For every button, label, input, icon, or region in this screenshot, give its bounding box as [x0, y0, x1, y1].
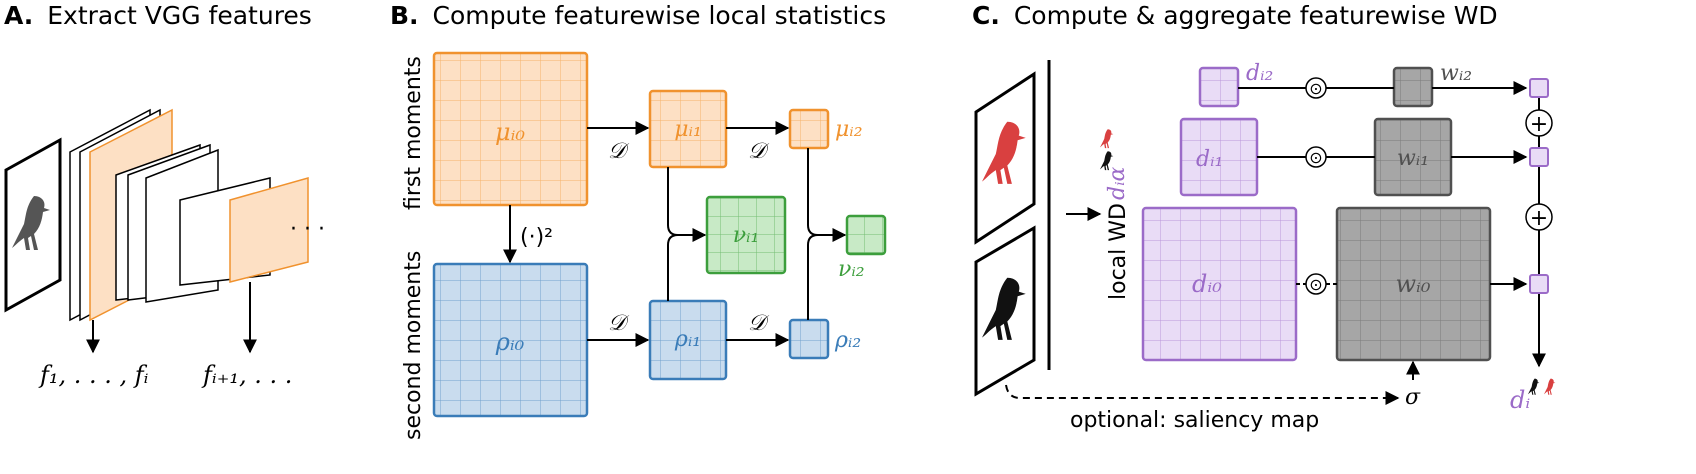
- d2-label: dᵢ₂: [1246, 61, 1273, 86]
- w1-label: wᵢ₁: [1397, 146, 1429, 171]
- nu1-label: νᵢ₁: [733, 223, 760, 248]
- downsample-label-2: 𝒟: [608, 311, 630, 336]
- nu2-map: νᵢ₂: [838, 214, 887, 282]
- panel-c-title: C. Compute & aggregate featurewise WD: [972, 1, 1498, 30]
- saliency-label: optional: saliency map: [1070, 408, 1319, 433]
- panel-b-arrows: [587, 121, 847, 347]
- mu2-label: μᵢ₂: [835, 117, 863, 142]
- downsample-label-4: 𝒟: [748, 311, 770, 336]
- plus-operators: + +: [1525, 109, 1553, 231]
- features-first-label: f₁, . . . , fᵢ: [38, 361, 149, 389]
- panel-a-letter: A.: [4, 1, 33, 30]
- rho2-map: ρᵢ₂: [788, 318, 861, 360]
- dot-op-1: ⊙: [1309, 148, 1322, 167]
- panel-c-title-text: Compute & aggregate featurewise WD: [1014, 1, 1498, 30]
- panel-a-title-text: Extract VGG features: [47, 1, 312, 30]
- plus-op-2: +: [1530, 206, 1548, 231]
- square-op-label: (·)²: [520, 225, 553, 250]
- d1-map: dᵢ₁: [1179, 117, 1259, 197]
- dot-op-0: ⊙: [1309, 275, 1322, 294]
- w1-map: wᵢ₁: [1373, 117, 1453, 197]
- rho1-map: ρᵢ₁: [648, 299, 728, 381]
- dot-op-2: ⊙: [1309, 79, 1322, 98]
- features-next-label: fᵢ₊₁, . . .: [201, 361, 292, 389]
- panel-a-title: A. Extract VGG features: [4, 1, 312, 30]
- panel-b-letter: B.: [390, 1, 419, 30]
- rho2-label: ρᵢ₂: [834, 328, 861, 353]
- plus-op-1: +: [1530, 112, 1548, 137]
- nu1-map: νᵢ₁: [705, 195, 787, 275]
- small-red-bird-icon: [1100, 129, 1114, 149]
- d2-map: dᵢ₂: [1198, 61, 1273, 108]
- w2-map: wᵢ₂: [1392, 61, 1472, 108]
- mu1-label: μᵢ₁: [674, 117, 702, 142]
- panel-b: B. Compute featurewise local statistics …: [390, 1, 887, 440]
- d1-label: dᵢ₁: [1196, 147, 1223, 172]
- vgg-layers: [69, 108, 309, 322]
- d-alpha-label: dᵢα: [1105, 166, 1130, 200]
- w0-label: wᵢ₀: [1396, 270, 1431, 298]
- panel-c-letter: C.: [972, 1, 1000, 30]
- panel-b-title-text: Compute featurewise local statistics: [433, 1, 887, 30]
- downsample-label-3: 𝒟: [748, 139, 770, 164]
- input-image-black: [974, 225, 1036, 397]
- panel-c: C. Compute & aggregate featurewise WD lo…: [972, 1, 1556, 433]
- ellipsis: · · ·: [290, 217, 325, 242]
- input-image-red: [974, 71, 1036, 245]
- row-label-first: first moments: [401, 56, 426, 210]
- panel-c-connectors: [1005, 81, 1546, 405]
- mu0-label: μᵢ₀: [495, 118, 525, 146]
- row-label-second: second moments: [401, 251, 426, 440]
- sigma-label: σ: [1405, 385, 1421, 410]
- downsample-label-1: 𝒟: [608, 139, 630, 164]
- local-wd-label: local WD: [1106, 203, 1131, 300]
- panel-b-title: B. Compute featurewise local statistics: [390, 1, 886, 30]
- out-red-bird-icon: [1544, 378, 1556, 395]
- d-out-label: dᵢ: [1510, 386, 1530, 414]
- w0-map: wᵢ₀: [1335, 206, 1492, 362]
- input-image-a: [4, 137, 62, 313]
- output-squares: [1529, 78, 1549, 294]
- mu0-map: μᵢ₀: [432, 51, 589, 207]
- nu2-label: νᵢ₂: [838, 257, 865, 282]
- dot-operators: ⊙ ⊙ ⊙: [1305, 77, 1327, 295]
- w2-label: wᵢ₂: [1440, 61, 1472, 86]
- d0-map: dᵢ₀: [1141, 206, 1298, 362]
- d0-label: dᵢ₀: [1192, 270, 1222, 298]
- panel-a: A. Extract VGG features · · · f₁, . . . …: [4, 1, 325, 389]
- rho1-label: ρᵢ₁: [674, 327, 701, 352]
- rho0-map: ρᵢ₀: [432, 262, 589, 418]
- rho0-label: ρᵢ₀: [495, 328, 525, 356]
- mu2-map: μᵢ₂: [788, 108, 863, 150]
- mu1-map: μᵢ₁: [648, 89, 728, 169]
